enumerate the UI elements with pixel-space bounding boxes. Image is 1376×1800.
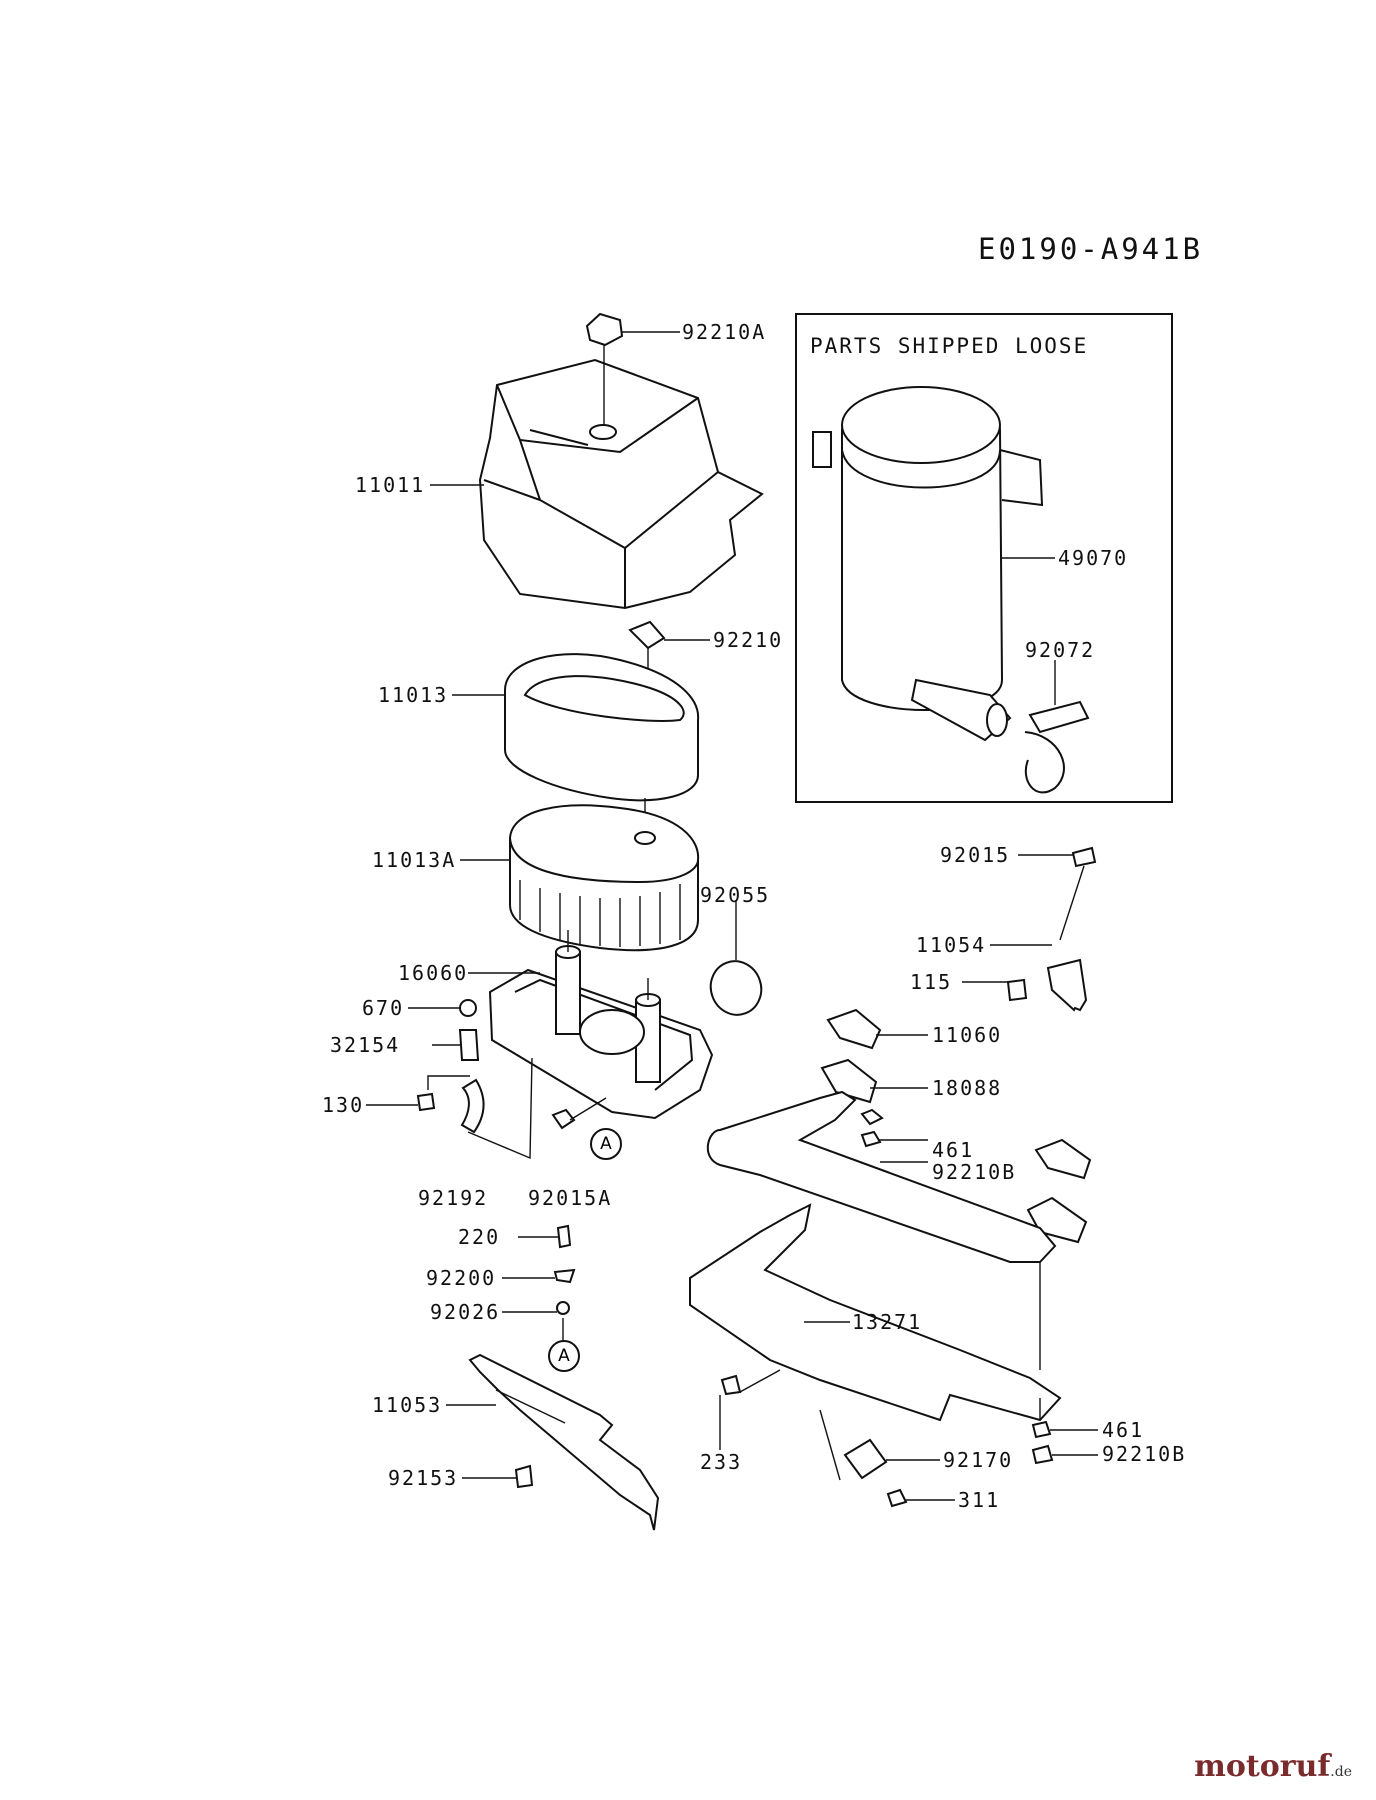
- bracket-11054-drawing: [1046, 958, 1088, 1012]
- part-label[interactable]: 311: [958, 1488, 1001, 1512]
- part-label[interactable]: 92153: [388, 1466, 459, 1490]
- heat-shield-drawing: [689, 1203, 1062, 1422]
- part-label[interactable]: 92015: [940, 843, 1011, 867]
- wing-nut-drawing: [628, 620, 666, 650]
- box-title: PARTS SHIPPED LOOSE: [810, 334, 1089, 358]
- part-label[interactable]: 461: [932, 1138, 975, 1162]
- part-label[interactable]: 18088: [932, 1076, 1003, 1100]
- part-label[interactable]: 92072: [1025, 638, 1096, 662]
- reference-callout-a[interactable]: A: [590, 1128, 622, 1160]
- knob-drawing: [585, 312, 624, 425]
- bracket-11053-drawing: [468, 1353, 660, 1531]
- exhaust-pipe-drawing: [707, 1090, 1057, 1263]
- part-label[interactable]: 11053: [372, 1393, 443, 1417]
- part-label[interactable]: 32154: [330, 1033, 401, 1057]
- air-filter-element-drawing: [509, 804, 700, 952]
- manifold-flange-drawing: [820, 1058, 878, 1104]
- diagram-code: E0190-A941B: [978, 232, 1204, 266]
- part-label[interactable]: 11013A: [372, 848, 457, 872]
- air-cleaner-cover-drawing: [478, 358, 764, 610]
- part-label[interactable]: 92200: [426, 1266, 497, 1290]
- part-label[interactable]: 13271: [852, 1310, 923, 1334]
- part-label[interactable]: 461: [1102, 1418, 1145, 1442]
- part-label[interactable]: 11011: [355, 473, 426, 497]
- pre-cleaner-drawing: [504, 653, 700, 802]
- leader-lines: [366, 331, 1098, 1501]
- part-label[interactable]: 233: [700, 1450, 743, 1474]
- part-label[interactable]: 220: [458, 1225, 501, 1249]
- part-label[interactable]: 130: [322, 1093, 365, 1117]
- hose-drawing: [460, 1078, 485, 1134]
- air-cleaner-base-drawing: [488, 930, 714, 1120]
- o-ring-drawing: [709, 960, 763, 1016]
- part-label[interactable]: 16060: [398, 961, 469, 985]
- part-label[interactable]: 92210B: [1102, 1442, 1187, 1466]
- parts-shipped-loose-box: [795, 313, 1173, 803]
- part-label[interactable]: 92210: [713, 628, 784, 652]
- reference-callout-a[interactable]: A: [548, 1340, 580, 1372]
- part-label[interactable]: 11060: [932, 1023, 1003, 1047]
- muffler-drawing: [812, 386, 1044, 742]
- part-label[interactable]: 92192: [418, 1186, 489, 1210]
- part-label[interactable]: 92170: [943, 1448, 1014, 1472]
- clamp-drawing: [1024, 731, 1065, 794]
- watermark-tld: .de: [1330, 1764, 1352, 1780]
- part-label[interactable]: 92055: [700, 883, 771, 907]
- part-label[interactable]: 92210A: [682, 320, 767, 344]
- part-label[interactable]: 670: [362, 996, 405, 1020]
- watermark-logo: motoruf.de: [1194, 1749, 1352, 1784]
- part-label[interactable]: 49070: [1058, 546, 1129, 570]
- part-label[interactable]: 92026: [430, 1300, 501, 1324]
- gasket-11060-drawing: [826, 1008, 882, 1050]
- part-label[interactable]: 92015A: [528, 1186, 613, 1210]
- clamp-92170-drawing: [843, 1438, 888, 1480]
- part-label[interactable]: 115: [910, 970, 953, 994]
- part-label[interactable]: 11054: [916, 933, 987, 957]
- part-label[interactable]: 92210B: [932, 1160, 1017, 1184]
- watermark-name: motoruf: [1194, 1749, 1331, 1784]
- fitting-drawing: [458, 1029, 480, 1061]
- part-label[interactable]: 11013: [378, 683, 449, 707]
